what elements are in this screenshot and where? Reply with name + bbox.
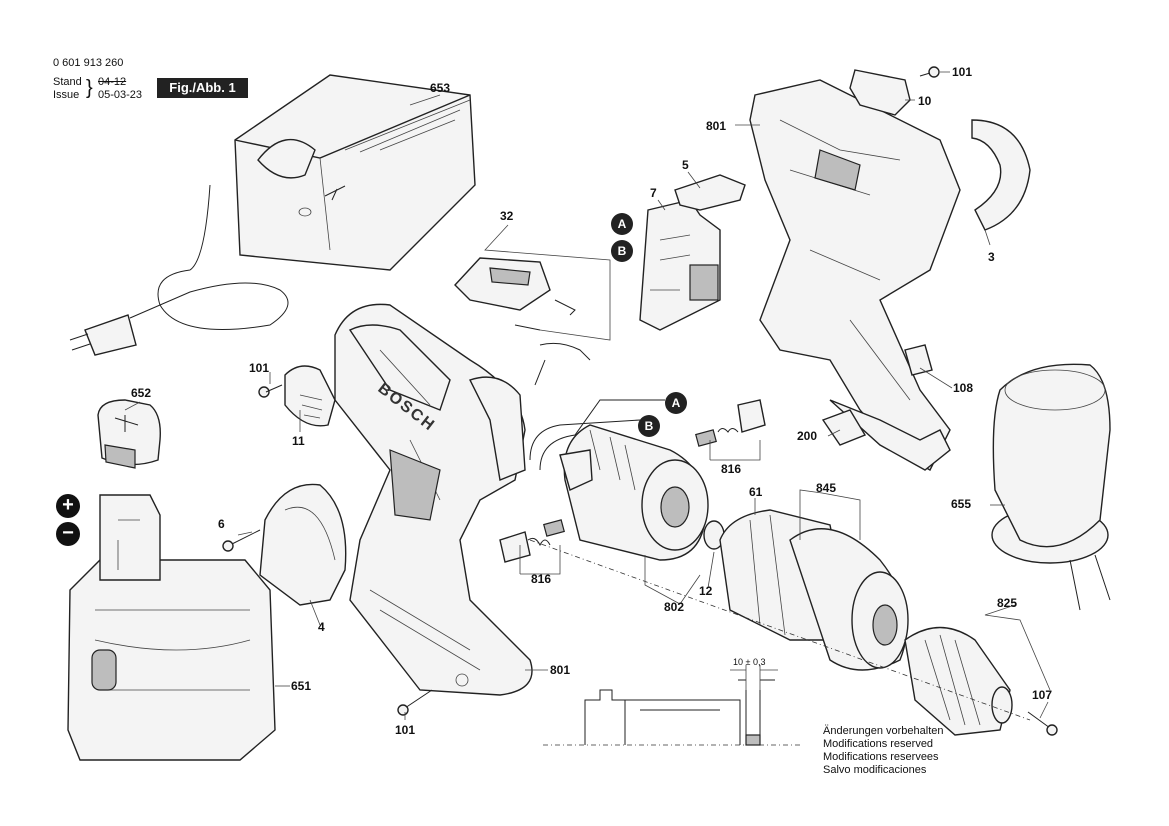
callout-653: 653 <box>430 81 451 95</box>
right-housing-part <box>749 79 961 471</box>
callout-11: 11 <box>292 434 305 448</box>
dimension-label: 10 ± 0,3 <box>733 657 766 667</box>
center-axis-line <box>529 539 1031 721</box>
figure-label: Fig./Abb. 1 <box>157 78 248 98</box>
callout-101-left: 101 <box>249 361 270 375</box>
screw-107-part <box>1027 711 1058 736</box>
callout-4: 4 <box>318 620 325 634</box>
callout-61: 61 <box>749 485 763 499</box>
clip-108-part <box>904 344 933 376</box>
callout-7: 7 <box>650 186 657 200</box>
callout-3: 3 <box>988 250 995 264</box>
callout-32: 32 <box>500 209 514 223</box>
connector-b-badge-switch: B <box>611 240 633 262</box>
part-number: 0 601 913 260 <box>53 57 124 69</box>
callout-101-top: 101 <box>952 65 973 79</box>
callout-816-right: 816 <box>721 462 742 476</box>
callout-101-bottom: 101 <box>395 723 416 737</box>
battery-cap-part <box>97 399 161 469</box>
callout-816-left: 816 <box>531 572 552 586</box>
callout-801-bottom: 801 <box>550 663 571 677</box>
callout-801-top: 801 <box>706 119 727 133</box>
leader-lines <box>124 71 1051 720</box>
callout-845: 845 <box>816 481 837 495</box>
screw-101-top-part <box>919 66 940 78</box>
label-200-part <box>821 409 867 446</box>
brush-left-part <box>499 519 565 563</box>
screw-6-part <box>222 529 261 552</box>
callout-200: 200 <box>797 429 818 443</box>
dimension-detail <box>543 665 800 746</box>
callout-107: 107 <box>1032 688 1053 702</box>
charger-part <box>69 74 476 356</box>
side-cover-part <box>971 119 1031 231</box>
screw-101-left-part <box>258 384 283 398</box>
brace-glyph: } <box>86 77 93 99</box>
issue-value: 05-03-23 <box>98 89 143 101</box>
left-housing-part <box>334 303 533 696</box>
chuck-part <box>904 626 1013 736</box>
issue-label: Issue <box>53 89 80 101</box>
brush-right-part <box>695 399 766 447</box>
callout-108: 108 <box>953 381 974 395</box>
modifications-line-fr: Modifications reservees <box>823 751 939 763</box>
callout-12: 12 <box>699 584 713 598</box>
battery-pack-part <box>67 494 276 761</box>
cover-clip-part <box>454 257 591 386</box>
stand-value: 04-12 <box>98 76 127 88</box>
callout-6: 6 <box>218 517 225 531</box>
modifications-line-en: Modifications reserved <box>823 738 934 750</box>
stand-label: Stand <box>53 76 82 88</box>
modifications-line-de: Änderungen vorbehalten <box>823 725 944 737</box>
screw-101-bottom-part <box>397 689 433 716</box>
minus-icon: − <box>56 522 80 546</box>
clutch-part <box>789 528 909 671</box>
connector-b-badge-motor: B <box>638 415 660 437</box>
callout-802: 802 <box>664 600 685 614</box>
callout-825: 825 <box>997 596 1018 610</box>
connector-a-badge-motor: A <box>665 392 687 414</box>
callout-651: 651 <box>291 679 312 693</box>
callout-10: 10 <box>918 94 932 108</box>
callout-655: 655 <box>951 497 972 511</box>
clamp-part <box>259 483 347 606</box>
callout-652: 652 <box>131 386 152 400</box>
motor-part <box>529 399 709 561</box>
switch-button-part <box>284 365 336 427</box>
holster-part <box>991 363 1111 611</box>
top-cover-part <box>849 69 911 116</box>
trigger-part <box>674 174 746 211</box>
plus-icon: + <box>56 494 80 518</box>
callout-5: 5 <box>682 158 689 172</box>
connector-a-badge-switch: A <box>611 213 633 235</box>
trigger-switch-part <box>639 199 721 331</box>
modifications-line-es: Salvo modificaciones <box>823 764 927 776</box>
